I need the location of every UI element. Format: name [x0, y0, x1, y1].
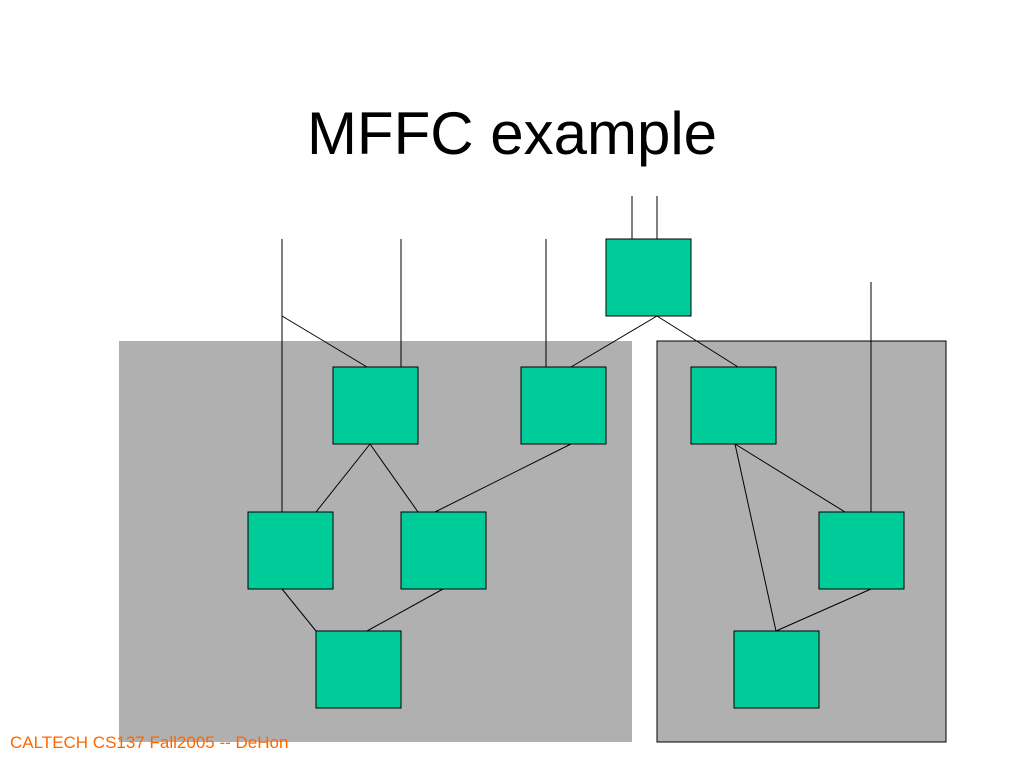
node [400, 511, 487, 590]
edge [734, 443, 846, 513]
node-root [605, 238, 692, 317]
node [733, 630, 820, 709]
edge [570, 315, 658, 368]
edge [656, 315, 739, 368]
edge [281, 588, 317, 632]
node [520, 366, 607, 445]
slide-footer: CALTECH CS137 Fall2005 -- DeHon [10, 733, 289, 752]
node [247, 511, 334, 590]
node [315, 630, 402, 709]
edge [315, 443, 371, 513]
node [818, 511, 905, 590]
edge [366, 588, 444, 632]
edge [369, 443, 419, 513]
nodes [247, 238, 905, 709]
node [332, 366, 419, 445]
edge [434, 443, 572, 513]
edge [734, 443, 777, 632]
edge [281, 315, 368, 368]
node [690, 366, 777, 445]
edges [281, 196, 872, 632]
slide-title: MFFC example [306, 100, 718, 167]
edge [775, 588, 872, 632]
